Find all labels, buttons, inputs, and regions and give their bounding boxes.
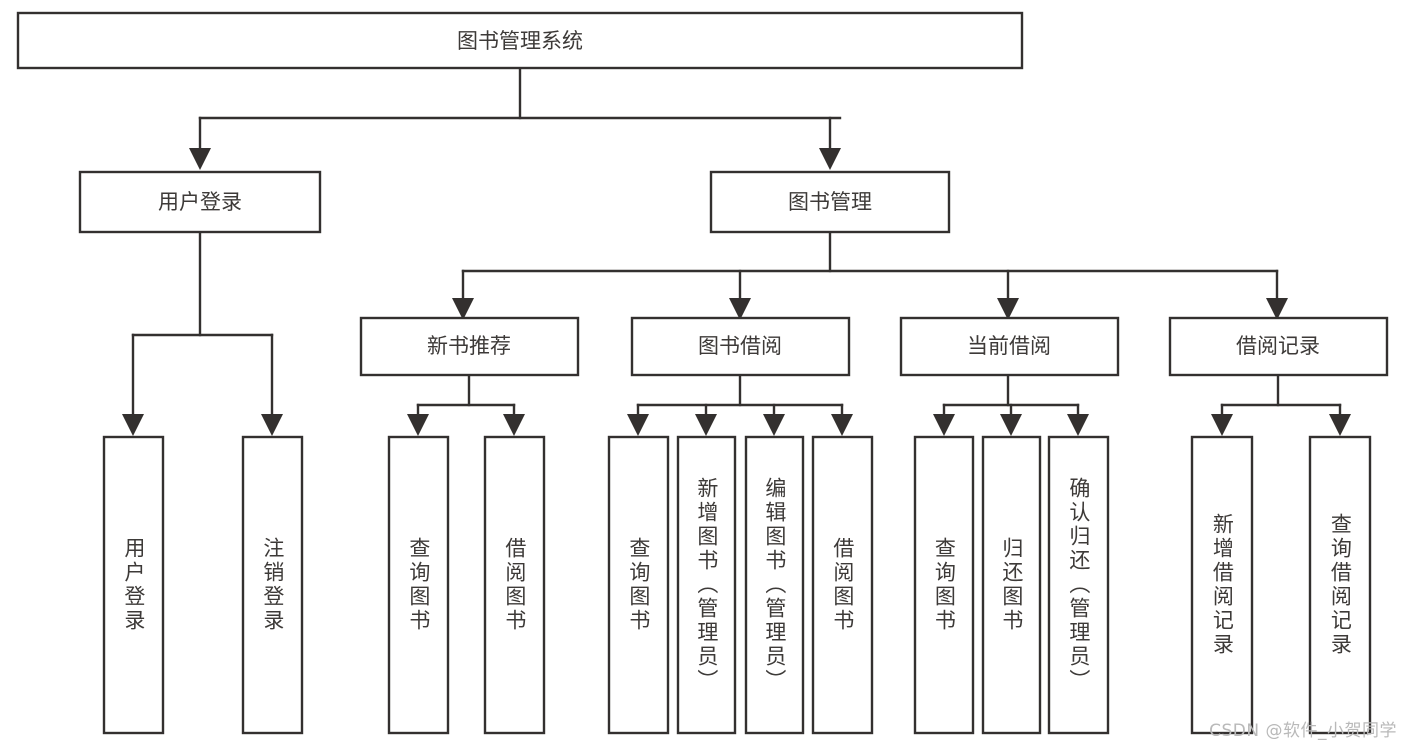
arrow-nbr-c1 — [407, 414, 429, 436]
node-leaf-return-book[interactable] — [981, 435, 1042, 735]
node-leaf-query-book-1[interactable] — [387, 435, 450, 735]
arrow-bb-c2 — [695, 414, 717, 436]
node-book-borrow[interactable] — [630, 316, 851, 377]
arrow-cb-c3 — [1067, 414, 1089, 436]
node-leaf-user-login[interactable] — [102, 435, 165, 735]
label-book-borrow: 图书借阅 — [698, 334, 782, 358]
arrow-bm-c2 — [729, 298, 751, 320]
arrow-br-c1 — [1211, 414, 1233, 436]
arrow-bb-c3 — [763, 414, 785, 436]
arrow-cb-c1 — [933, 414, 955, 436]
arrow-bm-c1 — [452, 298, 474, 320]
edges-group — [122, 66, 1351, 436]
label-user-login: 用户登录 — [158, 190, 242, 214]
node-leaf-query-record[interactable] — [1308, 435, 1372, 735]
arrow-bb-c1 — [627, 414, 649, 436]
node-book-manage[interactable] — [709, 170, 951, 234]
csdn-watermark: CSDN @软件_小贺同学 — [1209, 721, 1397, 741]
node-leaf-edit-book[interactable] — [744, 435, 805, 735]
node-leaf-query-book-3[interactable] — [913, 435, 975, 735]
arrow-to-user-login — [189, 148, 211, 170]
node-new-book-recommend[interactable] — [359, 316, 580, 377]
arrow-bm-c3 — [997, 298, 1019, 320]
node-leaf-confirm-return[interactable] — [1047, 435, 1110, 735]
node-borrow-record[interactable] — [1168, 316, 1389, 377]
arrow-bm-c4 — [1266, 298, 1288, 320]
arrow-ul-c1 — [122, 414, 144, 436]
arrow-bb-c4 — [831, 414, 853, 436]
node-current-borrow[interactable] — [899, 316, 1120, 377]
node-leaf-query-book-2[interactable] — [607, 435, 670, 735]
label-root: 图书管理系统 — [457, 29, 583, 53]
node-leaf-borrow-book-2[interactable] — [811, 435, 874, 735]
label-book-manage: 图书管理 — [788, 190, 872, 214]
node-leaf-add-book[interactable] — [676, 435, 737, 735]
arrow-ul-c2 — [261, 414, 283, 436]
arrow-br-c2 — [1329, 414, 1351, 436]
node-leaf-user-logout[interactable] — [241, 435, 304, 735]
label-current-borrow: 当前借阅 — [967, 334, 1051, 358]
node-leaf-borrow-book-1[interactable] — [483, 435, 546, 735]
label-borrow-record: 借阅记录 — [1236, 334, 1320, 358]
nodes-group — [16, 11, 1389, 735]
arrow-cb-c2 — [1000, 414, 1022, 436]
arrow-to-book-manage — [819, 148, 841, 170]
node-user-login[interactable] — [78, 170, 322, 234]
arrow-nbr-c2 — [503, 414, 525, 436]
label-new-book-recommend: 新书推荐 — [427, 334, 511, 358]
node-leaf-add-record[interactable] — [1190, 435, 1254, 735]
horizontal-labels-group: 图书管理系统 用户登录 图书管理 新书推荐 图书借阅 当前借阅 借阅记录 — [158, 29, 1320, 358]
node-root[interactable] — [16, 11, 1024, 70]
